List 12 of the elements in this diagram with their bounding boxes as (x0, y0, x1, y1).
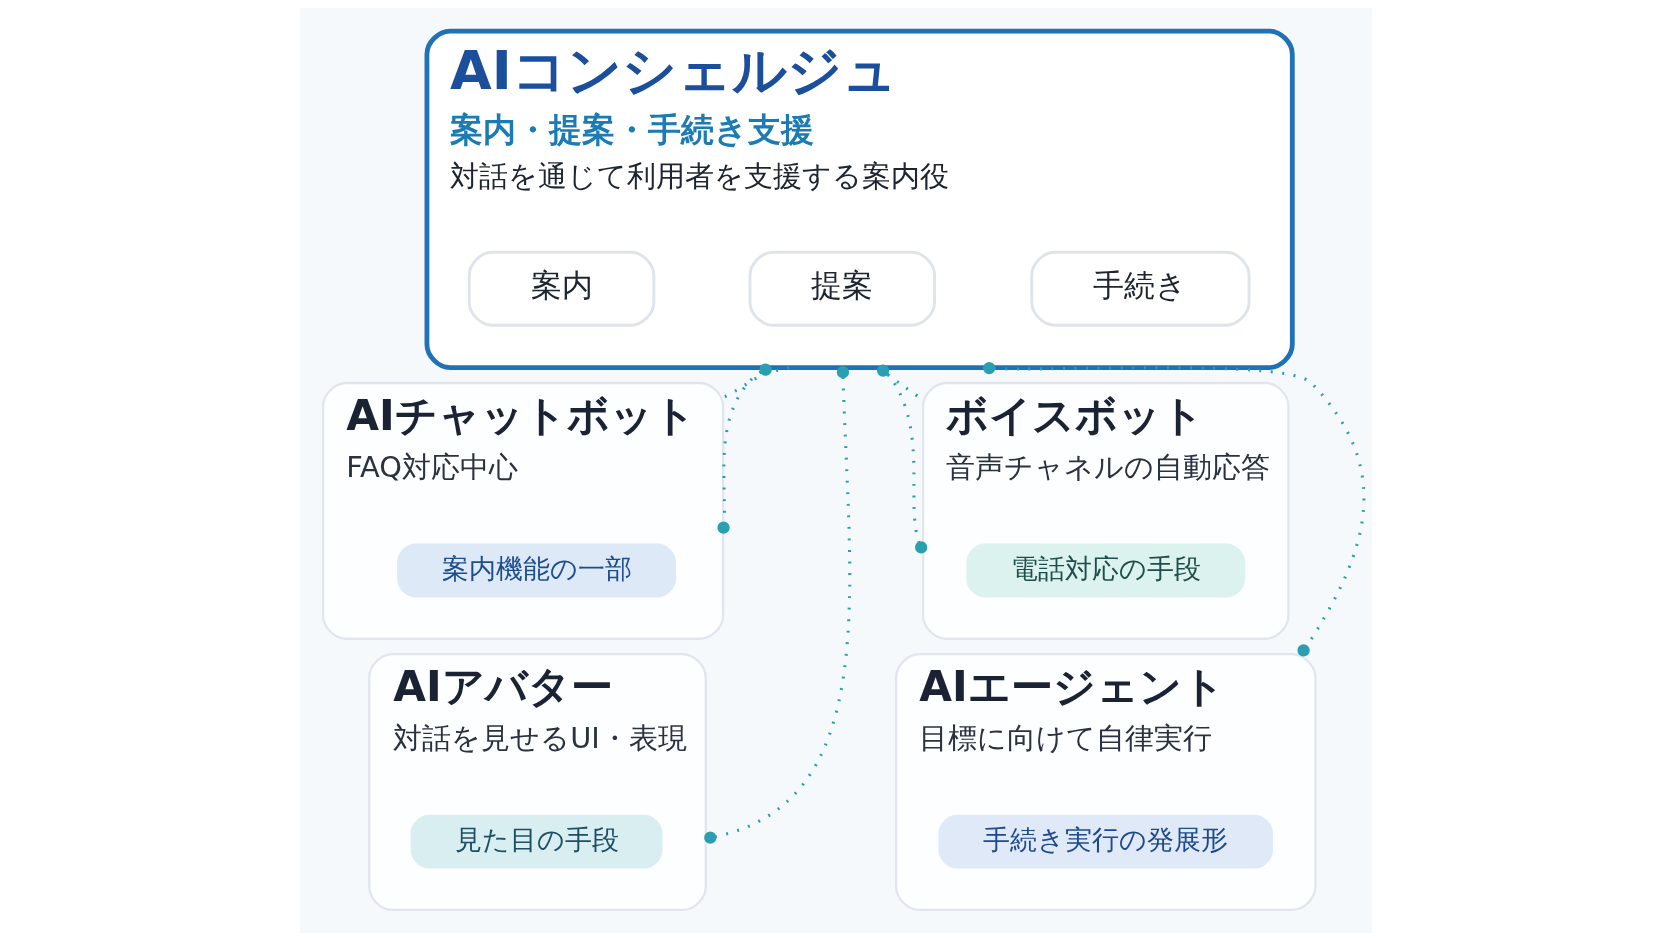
connector (717, 363, 772, 534)
node-box: 手続き実行の発展形 (938, 814, 1274, 869)
connector (704, 366, 852, 844)
node-box: 手続き (1030, 250, 1251, 327)
connector (722, 366, 790, 400)
node-box: 提案 (748, 250, 937, 327)
node-box: 案内 (467, 250, 656, 327)
node-box: 案内機能の一部 (397, 543, 676, 598)
connector (983, 361, 1366, 657)
node-box: 電話対応の手段 (966, 543, 1246, 598)
connector (876, 364, 928, 554)
node-box: 見た目の手段 (410, 814, 663, 869)
